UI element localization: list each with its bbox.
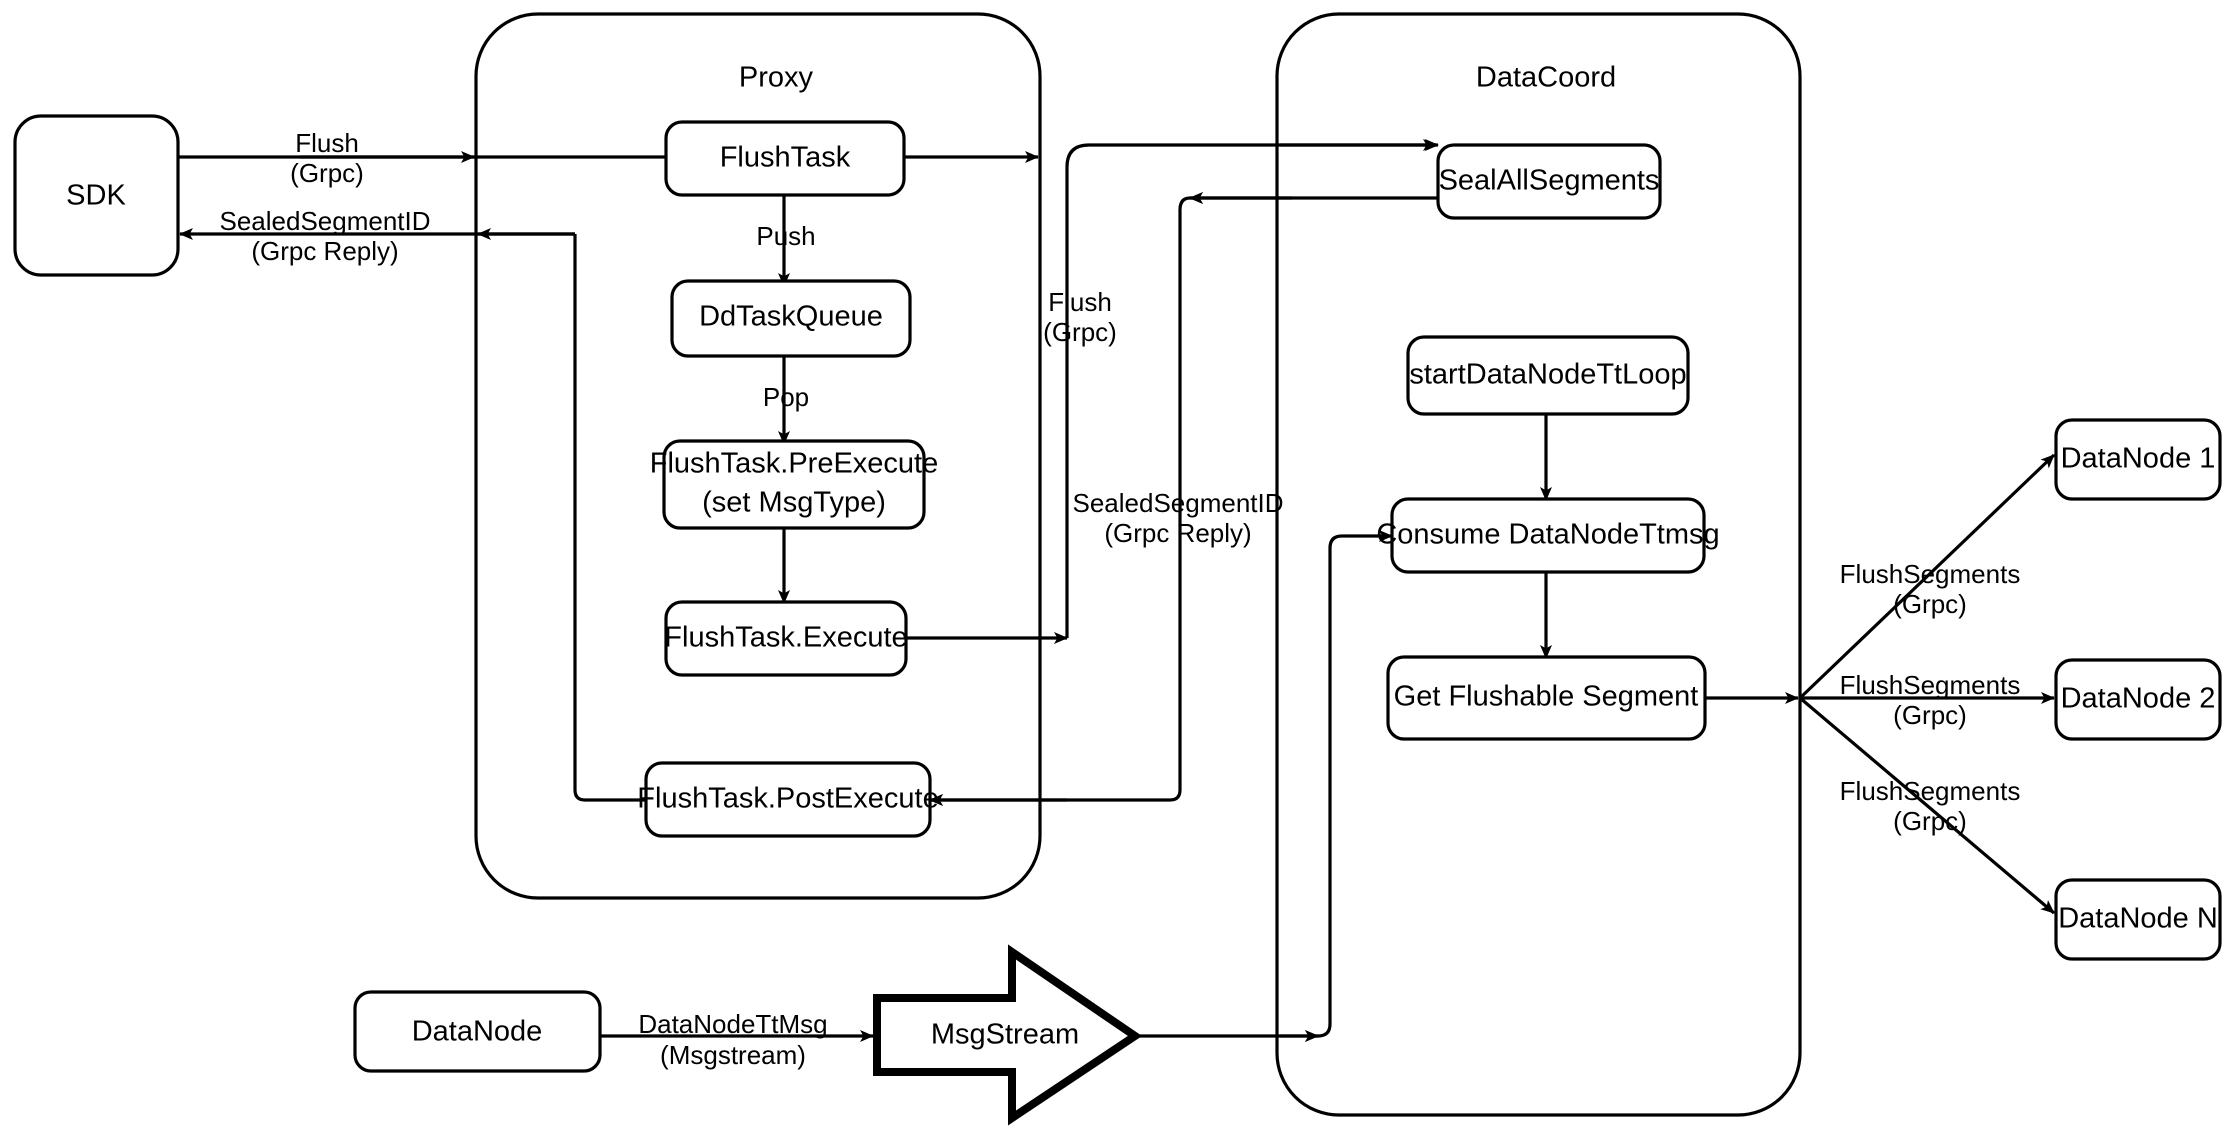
edge-label-coord-flush: Flush (Grpc) bbox=[1043, 287, 1117, 347]
flush-task-label: FlushTask bbox=[720, 142, 851, 174]
pre-execute-label-line1: FlushTask.PreExecute bbox=[650, 448, 939, 480]
sdk-reply-label-line2: (Grpc Reply) bbox=[251, 236, 398, 266]
datanode-source-label: DataNode bbox=[412, 1016, 543, 1048]
edge-hub-to-datanode-1 bbox=[1798, 453, 2056, 700]
flushseg2-label-line1: FlushSegments bbox=[1840, 670, 2021, 700]
edge-reply-to-postexecute bbox=[929, 196, 1191, 806]
post-execute-label: FlushTask.PostExecute bbox=[637, 783, 938, 815]
node-dd-task-queue[interactable]: DdTaskQueue bbox=[670, 279, 912, 358]
datacoord-container bbox=[1275, 12, 1802, 1117]
group-proxy: Proxy bbox=[474, 12, 1042, 900]
edge-postexecute-to-sdk-riser bbox=[573, 234, 646, 802]
edge-ttmsg-riser-to-consume bbox=[1317, 530, 1393, 1038]
seal-all-segments-label: SealAllSegments bbox=[1439, 165, 1660, 197]
node-datanode-source[interactable]: DataNode bbox=[353, 990, 602, 1073]
node-start-tt-loop[interactable]: startDataNodeTtLoop bbox=[1406, 335, 1690, 416]
node-get-flushable[interactable]: Get Flushable Segment bbox=[1386, 655, 1707, 741]
flushsegn-label-line2: (Grpc) bbox=[1893, 806, 1967, 836]
msgstream-block-arrow[interactable] bbox=[873, 944, 1143, 1126]
coord-flush-label-line1: Flush bbox=[1048, 287, 1112, 317]
flushsegn-label-line1: FlushSegments bbox=[1840, 776, 2021, 806]
flush-task-box[interactable] bbox=[664, 120, 906, 197]
edge-label-ttmsg: DataNodeTtMsg (Msgstream) bbox=[638, 1009, 827, 1070]
node-post-execute[interactable]: FlushTask.PostExecute bbox=[637, 761, 939, 838]
pop-label: Pop bbox=[763, 382, 809, 412]
flushseg1-label-line1: FlushSegments bbox=[1840, 559, 2021, 589]
edge-label-flushsegments-2: FlushSegments (Grpc) bbox=[1840, 670, 2021, 730]
coord-flush-label-line2: (Grpc) bbox=[1043, 317, 1117, 347]
edge-label-flushsegments-1: FlushSegments (Grpc) bbox=[1840, 559, 2021, 619]
proxy-container bbox=[474, 12, 1042, 900]
edge-hub-to-datanode-n bbox=[1798, 696, 2056, 915]
flushseg1-label-line2: (Grpc) bbox=[1893, 589, 1967, 619]
node-datanode-n[interactable]: DataNode N bbox=[2054, 878, 2222, 961]
consume-tt-msg-box[interactable] bbox=[1390, 497, 1706, 574]
flushseg2-label-line2: (Grpc) bbox=[1893, 700, 1967, 730]
group-datacoord: DataCoord bbox=[1275, 12, 1802, 1117]
datanode-2-box[interactable] bbox=[2054, 658, 2222, 741]
ttmsg-label-line1: DataNodeTtMsg bbox=[638, 1009, 827, 1039]
node-datanode-1[interactable]: DataNode 1 bbox=[2054, 418, 2222, 501]
seal-all-segments-box[interactable] bbox=[1436, 143, 1662, 220]
edge-label-sdk-flush: Flush (Grpc) bbox=[290, 128, 364, 188]
sdk-flush-label-line1: Flush bbox=[295, 128, 359, 158]
node-seal-all-segments[interactable]: SealAllSegments bbox=[1436, 143, 1662, 220]
datanode-source-box[interactable] bbox=[353, 990, 602, 1073]
dd-task-queue-box[interactable] bbox=[670, 279, 912, 358]
edge-flush-to-datacoord bbox=[1065, 139, 1439, 638]
node-pre-execute[interactable]: FlushTask.PreExecute (set MsgType) bbox=[650, 439, 939, 530]
node-flush-task[interactable]: FlushTask bbox=[664, 120, 906, 197]
edge-label-sdk-reply: SealedSegmentID (Grpc Reply) bbox=[219, 206, 430, 266]
proxy-group-label: Proxy bbox=[739, 62, 814, 94]
datanode-1-box[interactable] bbox=[2054, 418, 2222, 501]
coord-reply-label-line2: (Grpc Reply) bbox=[1104, 518, 1251, 548]
execute-box[interactable] bbox=[664, 600, 908, 677]
sdk-label: SDK bbox=[66, 180, 126, 212]
pre-execute-label-line2: (set MsgType) bbox=[702, 487, 886, 519]
get-flushable-box[interactable] bbox=[1386, 655, 1707, 741]
consume-tt-msg-label: Consume DataNodeTtmsg bbox=[1376, 519, 1719, 551]
coord-reply-label-line1: SealedSegmentID bbox=[1072, 488, 1283, 518]
get-flushable-label: Get Flushable Segment bbox=[1394, 681, 1699, 713]
datacoord-group-label: DataCoord bbox=[1476, 62, 1616, 94]
datanode-n-label: DataNode N bbox=[2058, 903, 2218, 935]
sdk-reply-label-line1: SealedSegmentID bbox=[219, 206, 430, 236]
node-sdk[interactable]: SDK bbox=[13, 114, 180, 277]
push-label: Push bbox=[756, 221, 815, 251]
start-tt-loop-box[interactable] bbox=[1406, 335, 1690, 416]
node-consume-tt-msg[interactable]: Consume DataNodeTtmsg bbox=[1376, 497, 1720, 574]
datanode-1-label: DataNode 1 bbox=[2061, 443, 2216, 475]
node-execute[interactable]: FlushTask.Execute bbox=[664, 600, 908, 677]
edge-label-flushsegments-n: FlushSegments (Grpc) bbox=[1840, 776, 2021, 836]
execute-label: FlushTask.Execute bbox=[664, 622, 907, 654]
node-datanode-2[interactable]: DataNode 2 bbox=[2054, 658, 2222, 741]
sdk-flush-label-line2: (Grpc) bbox=[290, 158, 364, 188]
edge-label-coord-reply: SealedSegmentID (Grpc Reply) bbox=[1072, 488, 1283, 548]
datanode-n-box[interactable] bbox=[2054, 878, 2222, 961]
node-msgstream[interactable]: MsgStream bbox=[873, 944, 1143, 1126]
msgstream-label: MsgStream bbox=[931, 1019, 1079, 1051]
ttmsg-label-line2: (Msgstream) bbox=[660, 1040, 806, 1070]
datanode-2-label: DataNode 2 bbox=[2061, 683, 2216, 715]
post-execute-box[interactable] bbox=[644, 761, 932, 838]
pre-execute-box[interactable] bbox=[662, 439, 926, 530]
sdk-box[interactable] bbox=[13, 114, 180, 277]
start-tt-loop-label: startDataNodeTtLoop bbox=[1409, 359, 1686, 391]
dd-task-queue-label: DdTaskQueue bbox=[699, 301, 883, 333]
